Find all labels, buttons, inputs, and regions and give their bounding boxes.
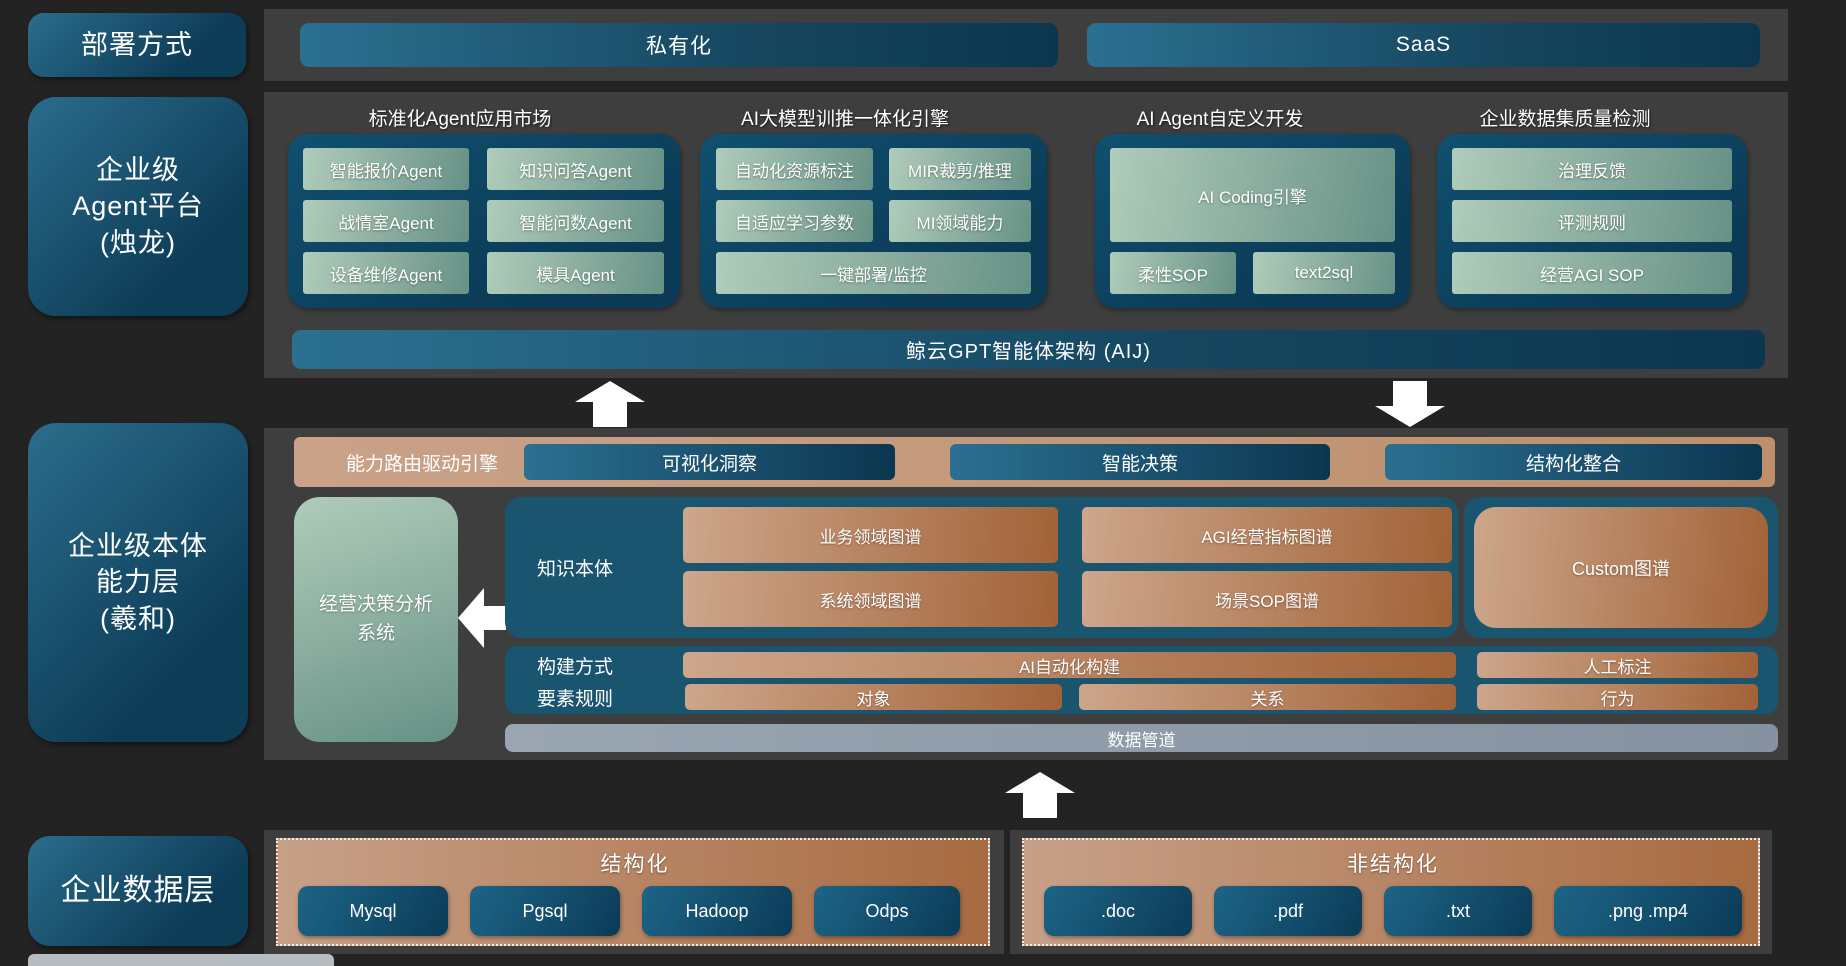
capability-card: 自适应学习参数 bbox=[716, 200, 873, 242]
business-domain-map-box: 业务领域图谱 bbox=[683, 507, 1058, 563]
element-rules-label: 要素规则 bbox=[537, 688, 614, 710]
ai-auto-build-box: AI自动化构建 bbox=[683, 652, 1456, 678]
behavior-box: 行为 bbox=[1477, 684, 1758, 710]
knowledge-ontology-panel: 知识本体 业务领域图谱 系统领域图谱 AGI经营指标图谱 场景SOP图谱 bbox=[505, 497, 1458, 638]
visual-insight-pill: 可视化洞察 bbox=[524, 444, 895, 480]
agent-card: 战情室Agent bbox=[303, 200, 469, 242]
routing-engine-bar: 能力路由驱动引擎 可视化洞察 智能决策 结构化整合 bbox=[294, 437, 1775, 487]
group-title-data-quality: 企业数据集质量检测 bbox=[1479, 109, 1651, 130]
capability-card: 一键部署/监控 bbox=[716, 252, 1031, 294]
up-arrow-icon bbox=[1005, 772, 1075, 818]
capability-card: MIR裁剪/推理 bbox=[889, 148, 1031, 190]
object-box: 对象 bbox=[685, 684, 1062, 710]
agi-kpi-map-box: AGI经营指标图谱 bbox=[1082, 507, 1452, 563]
group-title-training-engine: AI大模型训推一体化引擎 bbox=[741, 109, 949, 130]
pdf-box: .pdf bbox=[1214, 886, 1362, 936]
png-mp4-box: .png .mp4 bbox=[1554, 886, 1742, 936]
quality-card: 评测规则 bbox=[1452, 200, 1732, 242]
data-layer-label: 企业数据层 bbox=[60, 873, 216, 907]
capability-card: MI领域能力 bbox=[889, 200, 1031, 242]
agent-platform-label-box: 企业级 Agent平台 (烛龙) bbox=[28, 97, 248, 316]
group-agent-market: 智能报价Agent 知识问答Agent 战情室Agent 智能问数Agent 设… bbox=[288, 134, 680, 308]
routing-engine-label: 能力路由驱动引擎 bbox=[346, 453, 499, 475]
custom-map-panel: Custom图谱 bbox=[1464, 497, 1778, 638]
scene-sop-map-box: 场景SOP图谱 bbox=[1082, 571, 1452, 627]
capability-card: 自动化资源标注 bbox=[716, 148, 873, 190]
mysql-box: Mysql bbox=[298, 886, 448, 936]
unstructured-title: 非结构化 bbox=[1347, 853, 1439, 876]
group-title-agent-market: 标准化Agent应用市场 bbox=[368, 109, 552, 130]
hadoop-box: Hadoop bbox=[642, 886, 792, 936]
group-title-custom-dev: AI Agent自定义开发 bbox=[1136, 109, 1304, 130]
agent-platform-label-line1: 企业级 bbox=[96, 154, 180, 185]
agent-platform-label-line2: Agent平台 bbox=[72, 191, 204, 222]
decision-analysis-line2: 系统 bbox=[356, 622, 395, 644]
data-pipeline-label: 数据管道 bbox=[1107, 730, 1176, 750]
agent-card: 智能报价Agent bbox=[303, 148, 469, 190]
relation-box: 关系 bbox=[1079, 684, 1456, 710]
build-method-label: 构建方式 bbox=[537, 656, 614, 678]
ontology-label-line1: 企业级本体 bbox=[68, 530, 208, 561]
group-training-engine: 自动化资源标注 MIR裁剪/推理 自适应学习参数 MI领域能力 一键部署/监控 bbox=[700, 134, 1047, 308]
down-arrow-icon bbox=[1375, 381, 1445, 427]
doc-box: .doc bbox=[1044, 886, 1192, 936]
manual-annotation-box: 人工标注 bbox=[1477, 652, 1758, 678]
odps-box: Odps bbox=[814, 886, 960, 936]
agent-card: 设备维修Agent bbox=[303, 252, 469, 294]
gpt-foundation-bar: 鲸云GPT智能体架构 (AIJ) bbox=[292, 330, 1765, 369]
saas-deploy-label: SaaS bbox=[1395, 33, 1452, 56]
ai-coding-engine-card: AI Coding引擎 bbox=[1110, 148, 1395, 242]
private-deploy-bar: 私有化 bbox=[300, 23, 1058, 67]
deployment-label: 部署方式 bbox=[81, 29, 193, 60]
group-custom-dev: AI Coding引擎 柔性SOP text2sql bbox=[1095, 134, 1410, 308]
decision-analysis-box: 经营决策分析 系统 bbox=[294, 497, 458, 742]
text2sql-card: text2sql bbox=[1253, 252, 1395, 294]
agent-card: 模具Agent bbox=[487, 252, 664, 294]
data-layer-label-box: 企业数据层 bbox=[28, 836, 248, 946]
ontology-label-line2: 能力层 bbox=[96, 567, 180, 598]
data-pipeline-bar: 数据管道 bbox=[505, 724, 1778, 752]
decision-analysis-line1: 经营决策分析 bbox=[318, 594, 433, 615]
smart-decision-pill: 智能决策 bbox=[950, 444, 1330, 480]
deployment-label-box: 部署方式 bbox=[28, 13, 246, 77]
system-domain-map-box: 系统领域图谱 bbox=[683, 571, 1058, 627]
build-method-panel: 构建方式 AI自动化构建 人工标注 要素规则 对象 关系 行为 bbox=[505, 646, 1778, 714]
unstructured-data-container: 非结构化 .doc .pdf .txt .png .mp4 bbox=[1022, 838, 1760, 946]
gpt-foundation-label: 鲸云GPT智能体架构 (AIJ) bbox=[906, 341, 1151, 363]
quality-card: 经营AGI SOP bbox=[1452, 252, 1732, 294]
agent-card: 智能问数Agent bbox=[487, 200, 664, 242]
group-data-quality: 治理反馈 评测规则 经营AGI SOP bbox=[1437, 134, 1747, 308]
custom-map-box: Custom图谱 bbox=[1474, 507, 1768, 628]
agent-card: 知识问答Agent bbox=[487, 148, 664, 190]
quality-card: 治理反馈 bbox=[1452, 148, 1732, 190]
structured-integration-pill: 结构化整合 bbox=[1385, 444, 1762, 480]
clipped-bottom-box bbox=[28, 954, 334, 966]
saas-deploy-bar: SaaS bbox=[1087, 23, 1760, 67]
flexible-sop-card: 柔性SOP bbox=[1110, 252, 1236, 294]
structured-title: 结构化 bbox=[600, 853, 670, 876]
up-arrow-icon bbox=[575, 381, 645, 427]
pgsql-box: Pgsql bbox=[470, 886, 620, 936]
agent-platform-label-line3: (烛龙) bbox=[100, 227, 176, 258]
private-deploy-label: 私有化 bbox=[646, 35, 712, 58]
ontology-layer-label-box: 企业级本体 能力层 (羲和) bbox=[28, 423, 248, 742]
left-arrow-icon bbox=[458, 580, 506, 656]
knowledge-ontology-label: 知识本体 bbox=[537, 559, 614, 580]
txt-box: .txt bbox=[1384, 886, 1532, 936]
ontology-label-line3: (羲和) bbox=[100, 603, 176, 634]
structured-data-container: 结构化 Mysql Pgsql Hadoop Odps bbox=[276, 838, 990, 946]
